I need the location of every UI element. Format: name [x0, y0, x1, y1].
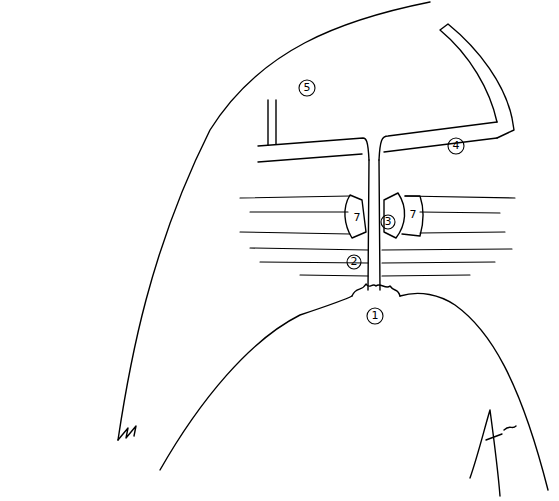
callout-number: 5	[300, 82, 314, 94]
perforator-vein	[368, 160, 380, 290]
limb-outline	[118, 2, 430, 440]
callout-number: 7	[406, 209, 420, 221]
skin-surface	[400, 293, 548, 490]
limb-squiggle	[118, 426, 136, 440]
callout-number: 7	[350, 212, 364, 224]
main-vein	[258, 122, 497, 160]
fascia-layer	[240, 196, 515, 276]
ligature-clip	[402, 196, 423, 236]
ulcer	[352, 284, 400, 296]
callout-number: 3	[381, 216, 395, 228]
callout-number: 1	[368, 310, 382, 322]
branch-vein	[268, 100, 276, 145]
callout-number: 4	[449, 140, 463, 152]
ligature-clip	[345, 195, 366, 238]
callout-number: 2	[347, 256, 361, 268]
skin-surface	[160, 296, 352, 470]
main-vein	[258, 138, 497, 162]
main-vein	[440, 24, 514, 138]
callout-circle	[299, 80, 464, 324]
signature	[470, 410, 516, 496]
